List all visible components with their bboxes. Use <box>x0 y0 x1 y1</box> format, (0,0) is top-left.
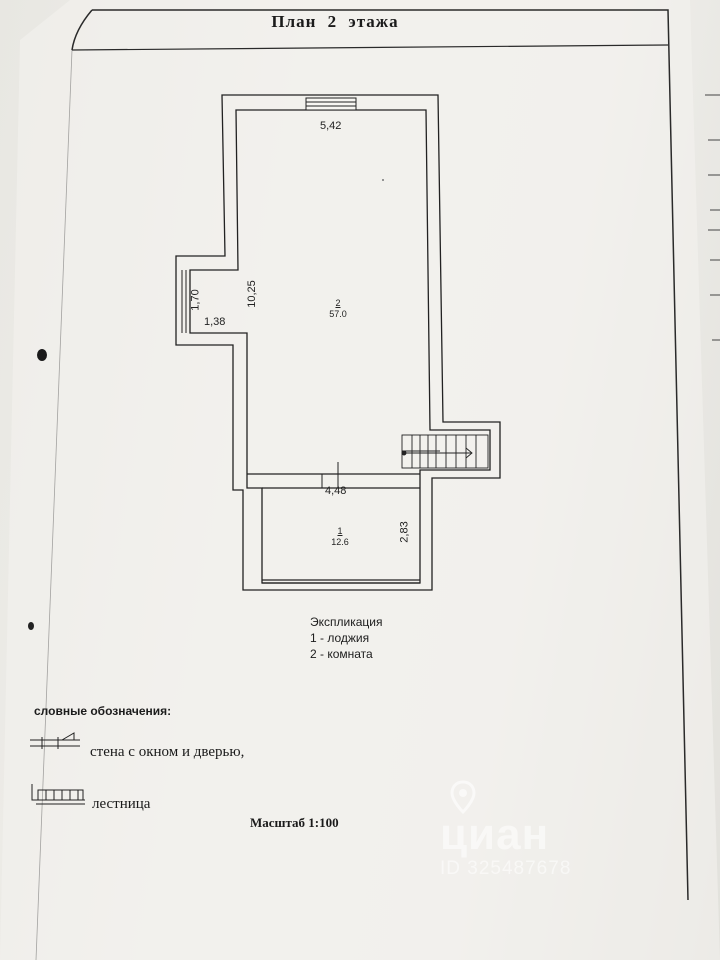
punch-hole-icon <box>37 349 47 361</box>
room-number: 2 <box>335 298 341 308</box>
watermark-id: ID 325487678 <box>440 858 572 879</box>
scale-label: Масштаб 1:100 <box>250 815 339 830</box>
room-number: 1 <box>337 526 343 536</box>
dimension-loggia-width: 4,48 <box>325 485 347 497</box>
stairs-icon <box>31 784 85 805</box>
room-area: 12.6 <box>331 537 349 547</box>
explication-item: 1 - лоджия <box>310 631 370 645</box>
room-area: 57.0 <box>329 309 347 319</box>
dimension-top-width: 5,42 <box>320 120 342 132</box>
room-label-2: 2 57.0 <box>318 298 358 320</box>
explication-title: Экспликация <box>310 615 383 629</box>
dimension-window-width: 1,38 <box>204 316 226 328</box>
window-icon <box>305 97 357 111</box>
floor-plan <box>175 94 501 591</box>
stairs-icon <box>401 434 489 469</box>
wall-window-door-icon <box>30 732 80 749</box>
watermark-brand: циан <box>440 810 550 859</box>
explication: Экспликация 1 - лоджия 2 - комната <box>310 615 382 663</box>
legend-label-stairs: лестница <box>92 796 151 812</box>
dimension-loggia-depth: 2,83 <box>398 521 411 543</box>
legend-label-wall: стена с окном и дверью, <box>90 744 245 760</box>
explication-item: 2 - комната <box>310 647 373 661</box>
room-label-1: 1 12.6 <box>320 526 360 548</box>
window-icon <box>181 270 187 333</box>
dimension-window-height: 1,70 <box>189 289 202 311</box>
page-title: План 2 этажа <box>271 12 399 31</box>
legend-title: словные обозначения: <box>34 704 172 718</box>
dimension-main-length: 10,25 <box>245 280 258 308</box>
location-pin-icon <box>450 780 476 814</box>
door-icon <box>321 462 339 488</box>
